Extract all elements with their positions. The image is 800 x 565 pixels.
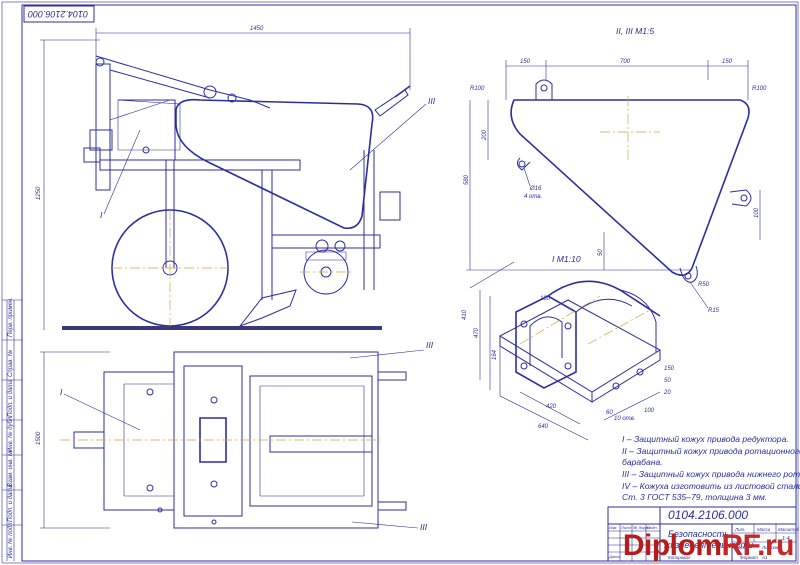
- dim-box-100: 100: [644, 408, 655, 414]
- title-block-name-1: Безопасность: [668, 529, 729, 539]
- dim-overall-length: 1450: [250, 26, 264, 32]
- notes-block: I – Защитный кожух привода редуктора. II…: [622, 434, 800, 502]
- guard-3-side: [175, 98, 374, 230]
- title-block-number: 0104.2106.000: [668, 508, 748, 522]
- section-2-3-title: II, III M1:5: [616, 26, 654, 36]
- strip-label: Перв. примен.: [8, 297, 14, 337]
- strip-label: Инв. № подл.: [7, 521, 14, 558]
- copy-label: Копировал: [668, 555, 691, 560]
- inner-frame: [21, 4, 797, 562]
- guard-3-profile: [510, 99, 750, 276]
- dim-top-150-right: 150: [722, 59, 733, 65]
- dim-h-580: 580: [464, 174, 470, 185]
- dim-box-50: 50: [664, 378, 671, 384]
- note-line: III – Защитный кожух привода нижнего рот…: [622, 469, 800, 479]
- plan-marker-3b: III: [420, 522, 428, 532]
- section-2-3: II, III M1:5 150 700 150 R100 R100 580 2…: [464, 26, 767, 314]
- dim-plan-width: 1500: [36, 431, 42, 445]
- sheets-label: Листов: [761, 545, 779, 550]
- date-label: Дата: [608, 554, 620, 559]
- dim-h-100: 100: [754, 207, 760, 218]
- note-line: I – Защитный кожух привода редуктора.: [622, 434, 789, 444]
- watermark-part-1: Diplom: [622, 529, 722, 562]
- strip-label: Подп. и дата: [8, 379, 14, 417]
- side-marker-1: I: [100, 210, 103, 220]
- title-block: 0104.2106.000 Безопасность жизнедеятельн…: [607, 506, 799, 562]
- doc-label: № докум.: [633, 525, 651, 530]
- dim-box-180: 180: [540, 296, 551, 302]
- mass-label: Масса: [757, 527, 771, 532]
- rotated-drawing-number: 0104.2106.000: [28, 9, 88, 19]
- side-marker-3: III: [428, 96, 436, 106]
- format-label: Формат: [740, 555, 758, 560]
- plan-view: 1500 I III III: [36, 340, 434, 532]
- note-line: II – Защитный кожух привода ротационного: [622, 446, 800, 456]
- ground-line: [62, 326, 382, 330]
- strip-label: Справ. №: [7, 349, 14, 377]
- dim-box-640: 640: [538, 424, 549, 430]
- dim-holes-count: 4 отв.: [524, 194, 542, 200]
- dim-radius-right: R100: [752, 86, 767, 92]
- dim-radius-15: R15: [708, 308, 720, 314]
- dim-box-20: 20: [663, 390, 671, 396]
- scale-value: 1:4: [782, 536, 790, 542]
- binding-strip: Инв. № подл. Подп. и дата Взам. инв. № И…: [2, 297, 22, 561]
- dim-box-470: 470: [474, 327, 480, 338]
- dim-h-200: 200: [482, 129, 488, 141]
- title-block-name-2: жизнедеятельности: [663, 540, 753, 550]
- dim-box-410: 410: [462, 309, 468, 320]
- dim-box-150: 150: [664, 366, 675, 372]
- scale-label: Масштаб: [778, 527, 799, 532]
- dim-box-10: 10 отв.: [614, 416, 635, 422]
- sheet-label: Лист: [734, 545, 747, 550]
- plan-marker-1: I: [60, 387, 63, 397]
- change-label: Изм.: [609, 525, 618, 530]
- section-1-title: I M1:10: [552, 254, 581, 264]
- dim-radius-left: R100: [470, 86, 485, 92]
- watermark-part-2: RF.ru: [721, 529, 795, 562]
- sign-label: Подп.: [647, 525, 658, 530]
- note-line: барабана.: [622, 457, 663, 467]
- strip-label: Подп. и дата: [8, 484, 14, 522]
- strip-label: Взам. инв. №: [7, 449, 14, 487]
- strip-label: Инв. № дубл.: [7, 415, 14, 452]
- dim-box-420: 420: [546, 404, 557, 410]
- section-1: I M1:10 180 410 470 164 420 64: [462, 254, 675, 441]
- sheet-col-label: Лист: [620, 525, 632, 530]
- dim-hole-16: Ø16: [529, 186, 542, 192]
- dim-top-700: 700: [620, 59, 631, 65]
- note-line: Ст. 3 ГОСТ 535–79, толщина 3 мм.: [622, 492, 767, 502]
- dim-h-50: 50: [598, 249, 604, 256]
- dim-overall-height: 1250: [36, 186, 42, 200]
- plan-marker-3a: III: [426, 340, 434, 350]
- note-line: IV – Кожуха изготовить из листовой стали: [622, 481, 800, 491]
- rotated-number-box: 0104.2106.000: [23, 5, 95, 23]
- watermark-logo: DiplomRF.ru: [622, 529, 795, 563]
- stage-label: Лит.: [734, 527, 746, 532]
- dim-box-164: 164: [492, 349, 498, 360]
- side-view: 1450 1250 I III: [36, 26, 436, 330]
- dim-box-60: 60: [606, 410, 613, 416]
- format-value: А1: [761, 555, 768, 560]
- dim-top-150-left: 150: [520, 59, 531, 65]
- dim-radius-50: R50: [698, 282, 710, 288]
